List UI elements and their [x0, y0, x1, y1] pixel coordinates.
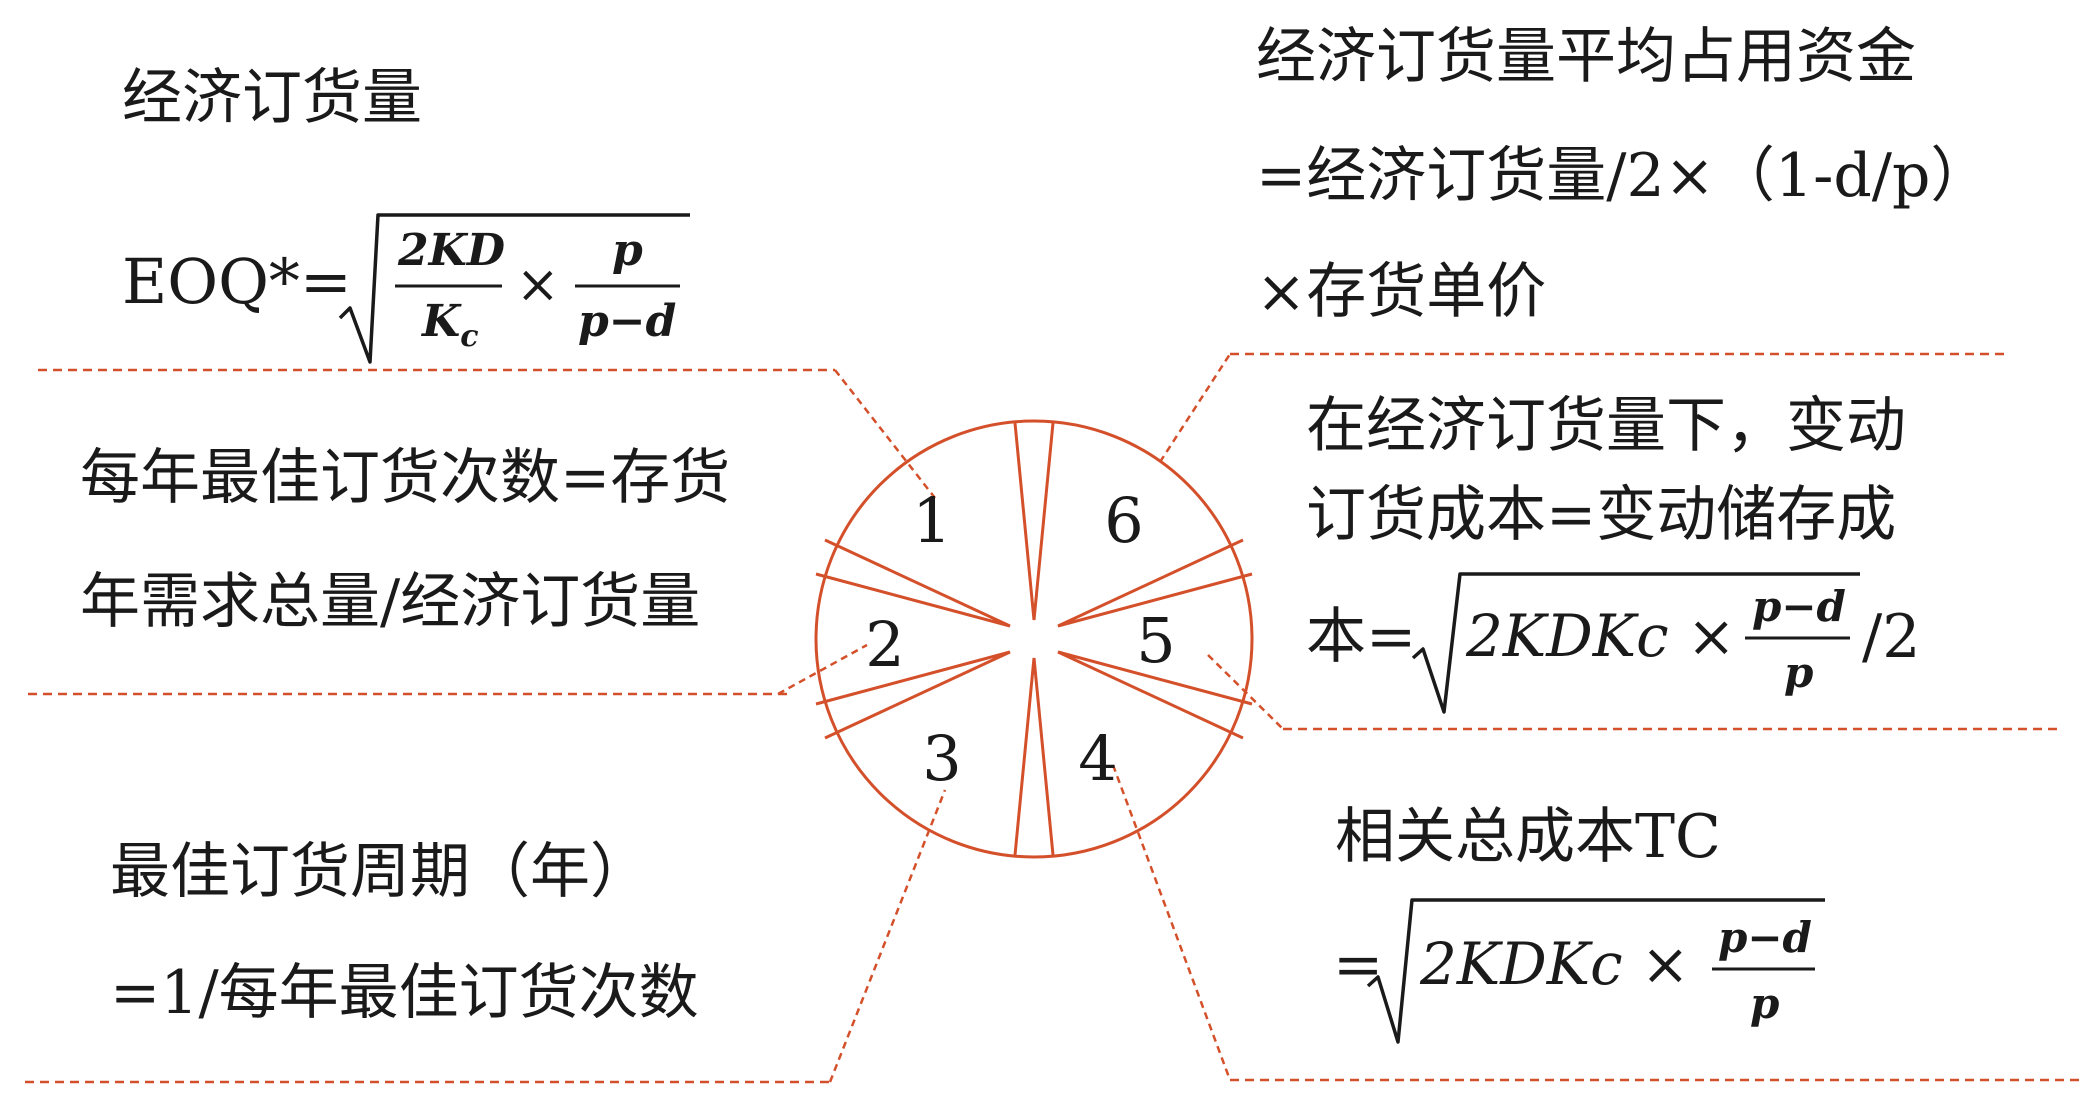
eoq-den-sub: c: [460, 318, 479, 354]
sec2-line2: 年需求总量/经济订货量: [80, 567, 701, 637]
sec2-line1: 每年最佳订货次数=存货: [80, 443, 731, 513]
eoq-frac1-numerator: 2KD: [398, 225, 506, 276]
segment-number-4: 4: [1078, 722, 1117, 795]
eoq-frac2-numerator: p: [612, 225, 643, 276]
spoke-lower-left: [815, 650, 1011, 740]
sec5-radicand: 2KDKc ×: [1466, 602, 1736, 670]
sec5-prefix: 本=: [1306, 602, 1417, 672]
separator-lines: [25, 352, 2080, 1084]
radical-signs: [338, 213, 1860, 1044]
radical-eoq: [338, 213, 690, 364]
leader-3: [828, 789, 947, 1083]
segment-number-3: 3: [922, 722, 961, 795]
spoke-upper-left: [815, 538, 1011, 628]
leader-1: [834, 369, 936, 499]
leader-5: [1207, 654, 1284, 730]
sec6-line2: =经济订货量/2×（1-d/p）: [1256, 141, 1991, 211]
sec4-title: 相关总成本TC: [1335, 802, 1721, 872]
sec4-frac-numerator: p−d: [1718, 913, 1812, 962]
segment-number-2: 2: [865, 608, 904, 681]
leader-2: [777, 643, 868, 696]
eoq-formula-prefix: EOQ*=: [122, 245, 352, 318]
spoke-top: [1013, 422, 1055, 621]
segment-number-1: 1: [912, 484, 951, 557]
sec6-line3: ×存货单价: [1256, 257, 1547, 327]
sec5-line1: 在经济订货量下，变动: [1306, 391, 1906, 461]
spoke-upper-right: [1057, 538, 1253, 628]
sec5-frac-denominator: p: [1784, 648, 1814, 697]
eoq-title: 经济订货量: [122, 63, 422, 133]
star-spokes: [815, 422, 1253, 856]
sec5-frac-numerator: p−d: [1752, 582, 1846, 631]
sec5-suffix: /2: [1862, 602, 1921, 672]
segment-number-5: 5: [1136, 604, 1175, 677]
eoq-den-main: K: [422, 296, 461, 347]
spoke-bottom: [1013, 657, 1055, 856]
sec5-line2: 订货成本=变动储存成: [1306, 480, 1897, 550]
sec4-frac-denominator: p: [1750, 979, 1780, 1028]
leader-6: [1158, 353, 1232, 463]
eoq-frac1-denominator: Kc: [422, 300, 479, 352]
radical-sec5: [1411, 572, 1860, 714]
sec6-line1: 经济订货量平均占用资金: [1256, 22, 1916, 92]
sec3-line1: 最佳订货周期（年）: [110, 837, 650, 907]
spoke-lower-right: [1057, 650, 1253, 740]
leader-4: [1111, 764, 1232, 1081]
radical-sec4: [1366, 898, 1825, 1044]
sec4-prefix: =: [1333, 930, 1384, 1000]
eoq-times: ×: [516, 255, 560, 315]
center-circle: [814, 419, 1254, 859]
segment-number-6: 6: [1104, 484, 1143, 557]
leader-lines: [777, 353, 1284, 1083]
fraction-bars: [395, 284, 1850, 971]
eoq-frac2-denominator: p−d: [578, 296, 677, 347]
sec3-line2: =1/每年最佳订货次数: [110, 958, 699, 1028]
sec4-radicand: 2KDKc ×: [1420, 930, 1690, 998]
